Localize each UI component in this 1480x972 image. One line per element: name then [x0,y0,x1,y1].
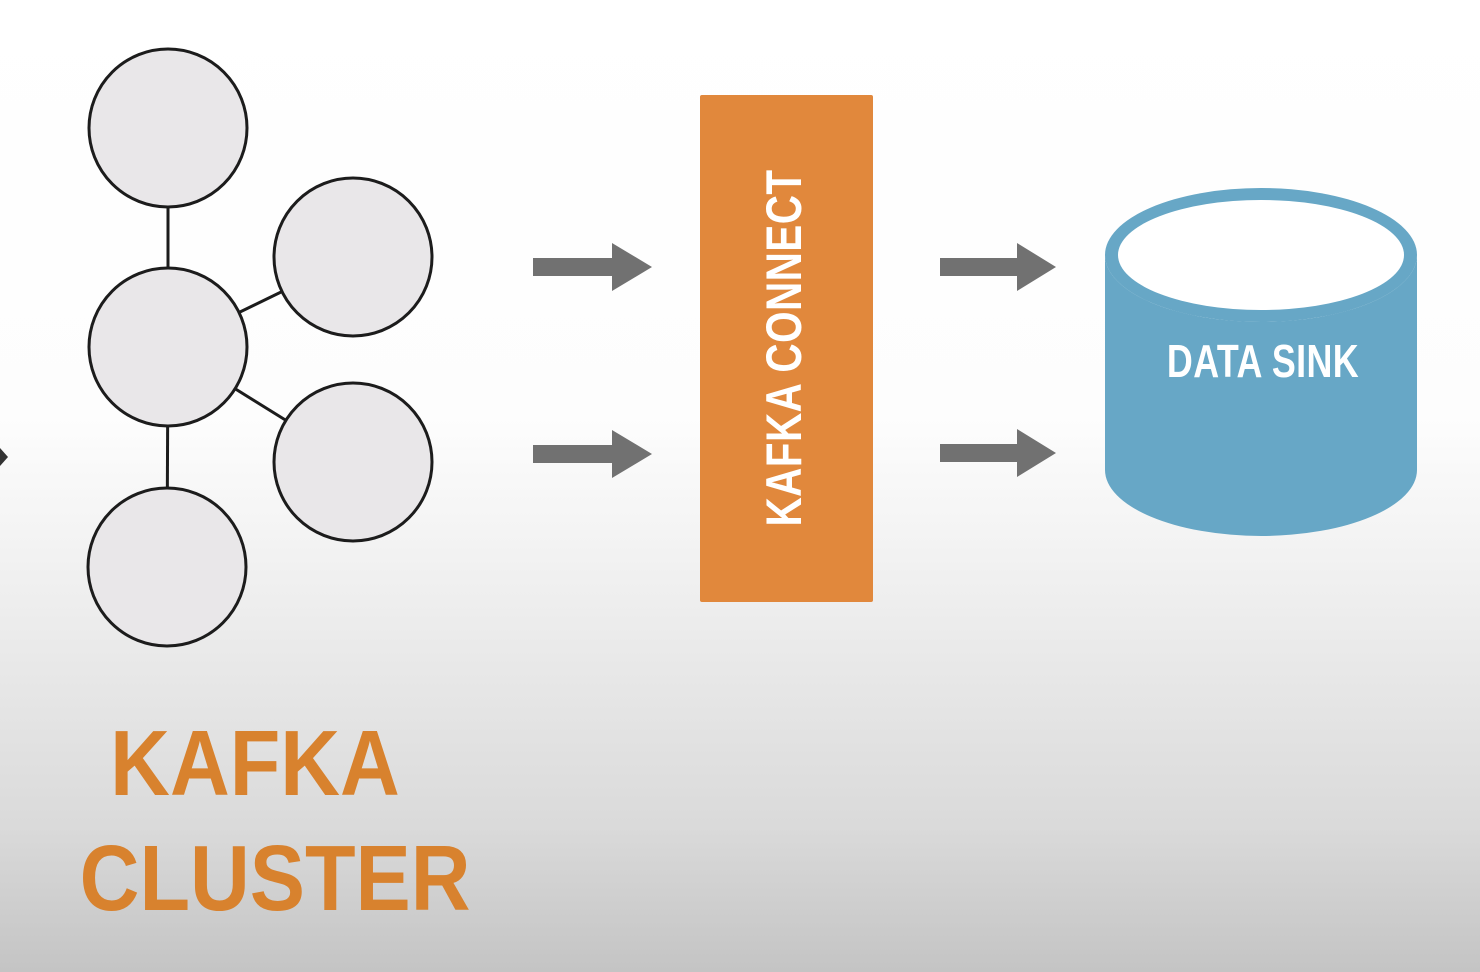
flow-arrow [533,430,652,478]
data-sink-cylinder [1105,188,1417,536]
flow-arrow [940,243,1056,291]
cylinder-opening [1118,200,1404,310]
kafka-connect-label: KAFKA CONNECT [756,169,812,527]
kafka-cluster-title-line2: CLUSTER [79,826,471,930]
cluster-node [87,266,249,428]
kafka-cluster-title: KAFKA CLUSTER [79,706,471,936]
left-edge-artifact [0,448,8,466]
data-sink-label: DATA SINK [1166,335,1360,387]
cluster-node [86,486,248,648]
cylinder-body [1105,255,1417,536]
cluster-node [272,381,434,543]
kafka-cluster-graph [86,47,434,648]
kafka-connect-box [700,95,873,602]
flow-arrow [533,243,652,291]
kafka-cluster-title-line1: KAFKA [110,711,400,815]
cluster-node [272,176,434,338]
cluster-node [87,47,249,209]
flow-arrow [940,429,1056,477]
